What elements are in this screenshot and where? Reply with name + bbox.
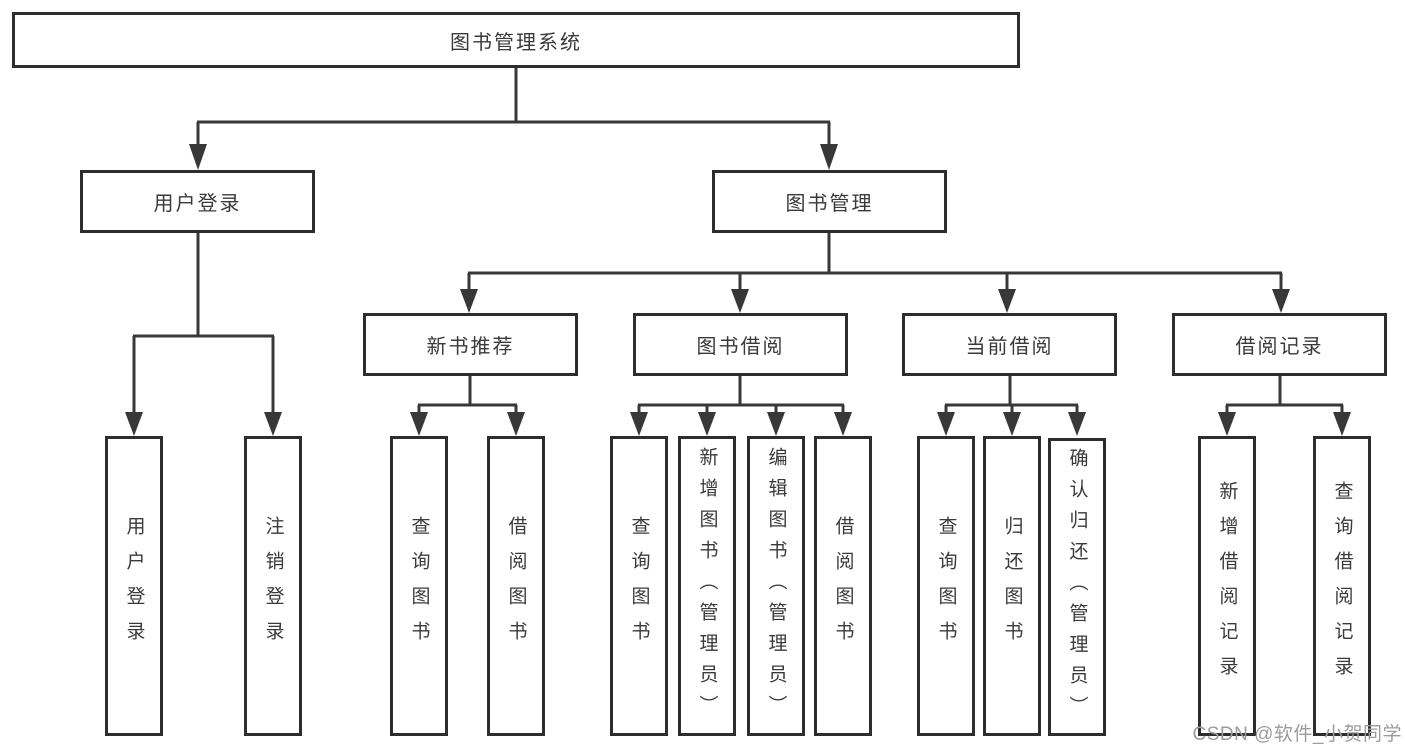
csdn-watermark: CSDN @软件_小贺同学 [1192,724,1402,745]
leaf-query-books-1: 查询图书 [390,436,448,736]
node-book-management-label: 图书管理 [785,193,874,215]
node-new-book-recommend-label: 新书推荐 [426,336,515,358]
leaf-logout-label: 注销登录 [262,516,284,656]
leaf-query-borrow-record-label: 查询借阅记录 [1331,481,1353,691]
leaf-query-books-2-label: 查询图书 [628,516,650,656]
leaf-return-books: 归还图书 [983,436,1041,736]
leaf-borrow-books-2-label: 借阅图书 [832,516,854,656]
leaf-query-books-3: 查询图书 [917,436,975,736]
leaf-query-books-3-label: 查询图书 [935,516,957,656]
node-new-book-recommend: 新书推荐 [363,313,578,376]
node-book-management: 图书管理 [712,170,947,233]
leaf-edit-book-admin: 编辑图书（管理员） [747,436,805,736]
node-book-borrow-label: 图书借阅 [696,336,785,358]
node-current-borrow: 当前借阅 [902,313,1117,376]
leaf-borrow-books-2: 借阅图书 [814,436,872,736]
leaf-query-books-2: 查询图书 [610,436,668,736]
leaf-query-books-1-label: 查询图书 [408,516,430,656]
node-current-borrow-label: 当前借阅 [965,336,1054,358]
leaf-borrow-books-1-label: 借阅图书 [505,516,527,656]
node-user-login: 用户登录 [80,170,315,233]
node-user-login-label: 用户登录 [153,193,242,215]
leaf-confirm-return-admin: 确认归还（管理员） [1048,438,1106,736]
node-borrow-records: 借阅记录 [1172,313,1387,376]
leaf-add-borrow-record-label: 新增借阅记录 [1216,481,1238,691]
node-root: 图书管理系统 [12,12,1020,68]
leaf-add-book-admin-label: 新增图书（管理员） [696,446,718,726]
leaf-confirm-return-admin-label: 确认归还（管理员） [1066,447,1088,727]
leaf-return-books-label: 归还图书 [1001,516,1023,656]
leaf-user-login-label: 用户登录 [123,516,145,656]
leaf-logout: 注销登录 [244,436,302,736]
leaf-edit-book-admin-label: 编辑图书（管理员） [765,446,787,726]
node-borrow-records-label: 借阅记录 [1235,336,1324,358]
leaf-add-book-admin: 新增图书（管理员） [678,436,736,736]
leaf-borrow-books-1: 借阅图书 [487,436,545,736]
leaf-add-borrow-record: 新增借阅记录 [1198,436,1256,736]
node-book-borrow: 图书借阅 [633,313,848,376]
node-root-label: 图书管理系统 [450,31,582,54]
leaf-user-login: 用户登录 [105,436,163,736]
leaf-query-borrow-record: 查询借阅记录 [1313,436,1371,736]
